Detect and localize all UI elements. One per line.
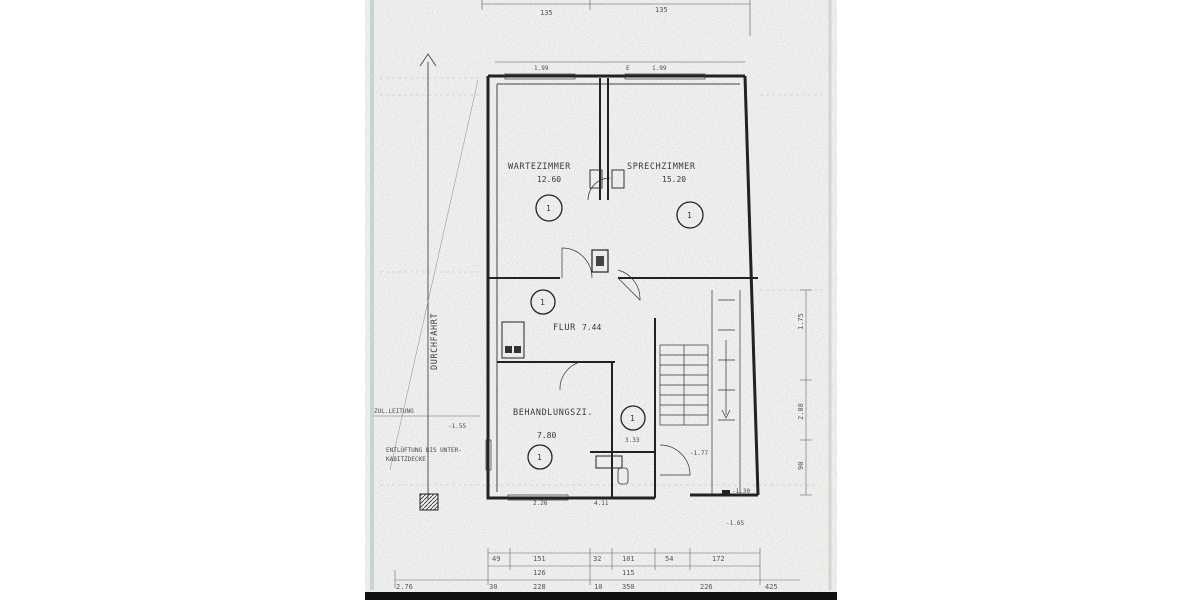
construction-lines bbox=[380, 77, 825, 486]
room-area-flur: 7.44 bbox=[582, 323, 601, 332]
svg-text:1: 1 bbox=[630, 414, 635, 423]
right-dim-1: 1.75 bbox=[797, 313, 805, 330]
bottom-dim: 126 bbox=[533, 569, 546, 577]
bottom-dim: 115 bbox=[622, 569, 635, 577]
svg-text:1: 1 bbox=[537, 453, 542, 462]
svg-text:1: 1 bbox=[540, 298, 545, 307]
right-dim-3: 90 bbox=[797, 462, 805, 470]
driveway-arrow bbox=[389, 53, 479, 500]
entrance-step bbox=[722, 490, 730, 496]
room-area-wc: 3.33 bbox=[625, 437, 640, 444]
bottom-dim: 350 bbox=[622, 583, 635, 591]
circle-mark: 1 bbox=[530, 289, 556, 315]
room-name-behandlungszi: BEHANDLUNGSZI. bbox=[513, 408, 593, 418]
room-name-sprechzimmer: SPRECHZIMMER bbox=[627, 162, 696, 172]
zuleitung-label: ZUL.LEITUNG bbox=[374, 408, 414, 415]
room-area-sprechzimmer: 15.20 bbox=[662, 175, 686, 184]
stove-burner-2 bbox=[514, 346, 521, 353]
level-mark-1: -1.55 bbox=[448, 423, 466, 430]
drain-symbol bbox=[419, 493, 439, 511]
bottom-dim: 30 bbox=[489, 583, 497, 591]
room-area-wartezimmer: 12.60 bbox=[537, 175, 561, 184]
top-dimension-chain bbox=[481, 0, 751, 63]
window-dim-left: 2.26 bbox=[533, 500, 548, 507]
right-dimension-chain bbox=[800, 289, 812, 496]
windows bbox=[485, 73, 706, 501]
entlueftung-line-2: KABITZDECKE bbox=[386, 456, 426, 463]
bottom-dimension-chain bbox=[394, 548, 800, 588]
wc-toilet bbox=[617, 467, 629, 485]
kitchenette-block bbox=[501, 321, 525, 359]
window-dim-right: 4.11 bbox=[594, 500, 609, 507]
wc-basin bbox=[595, 455, 623, 469]
bottom-dim: 228 bbox=[533, 583, 546, 591]
sheet-bottom-edge bbox=[365, 592, 837, 600]
circle-mark: 1 bbox=[535, 194, 563, 222]
room-area-behandlungszi: 7.80 bbox=[537, 431, 556, 440]
durchfahrt-label: DURCHFAHRT bbox=[430, 313, 440, 370]
interior-walls bbox=[488, 78, 758, 498]
bottom-dim: 32 bbox=[593, 555, 601, 563]
bottom-dim: 54 bbox=[665, 555, 673, 563]
room-name-wartezimmer: WARTEZIMMER bbox=[508, 162, 571, 172]
circle-mark: 1 bbox=[620, 405, 646, 431]
exterior-walls bbox=[486, 74, 760, 500]
door-swings bbox=[559, 177, 691, 476]
heater-1 bbox=[589, 169, 603, 189]
heater-2 bbox=[611, 169, 625, 189]
bottom-dim: 49 bbox=[492, 555, 500, 563]
bottom-dim: 172 bbox=[712, 555, 725, 563]
room-name-flur: FLUR bbox=[553, 323, 576, 333]
top-dim-3: 1.99 bbox=[534, 65, 549, 72]
level-mark-3: -1.65 bbox=[726, 520, 744, 527]
bottom-dim: 151 bbox=[533, 555, 546, 563]
circle-mark: 1 bbox=[676, 201, 704, 229]
arrow-label: E bbox=[626, 65, 630, 72]
bottom-dim: 2.76 bbox=[396, 583, 413, 591]
entlueftung-line-1: ENTLÜFTUNG BIS UNTER- bbox=[386, 447, 462, 454]
bottom-dim: 226 bbox=[700, 583, 713, 591]
level-mark-2: -1.30 bbox=[732, 488, 750, 495]
top-dim-2: 135 bbox=[655, 6, 668, 14]
svg-text:1: 1 bbox=[546, 204, 551, 213]
bottom-dim: 10 bbox=[594, 583, 602, 591]
bottom-dim: 101 bbox=[622, 555, 635, 563]
chimney-inner bbox=[596, 256, 604, 266]
bottom-dim: 425 bbox=[765, 583, 778, 591]
top-dim-4: 1.99 bbox=[652, 65, 667, 72]
svg-text:1: 1 bbox=[687, 211, 692, 220]
stove-burner-1 bbox=[505, 346, 512, 353]
right-dim-2: 2.08 bbox=[797, 403, 805, 420]
top-dim-1: 135 bbox=[540, 9, 553, 17]
circle-mark: 1 bbox=[527, 444, 553, 470]
staircase bbox=[659, 290, 741, 495]
chimney-shaft bbox=[591, 249, 609, 273]
level-mark-4: -1.77 bbox=[690, 450, 708, 457]
